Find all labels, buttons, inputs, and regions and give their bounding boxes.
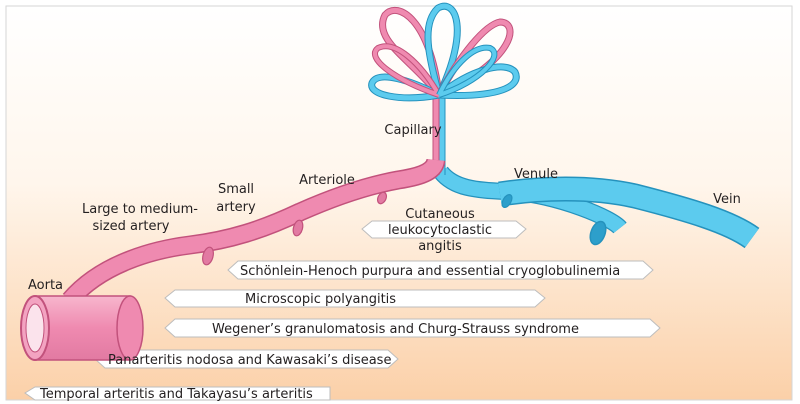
label-large-artery-line1: Large to medium- (82, 202, 198, 217)
label-wegener: Wegener’s granulomatosis and Churg-Strau… (212, 322, 579, 337)
label-vein: Vein (713, 192, 741, 207)
label-temporal: Temporal arteritis and Takayasu’s arteri… (39, 387, 313, 402)
label-large-artery-line2: sized artery (92, 219, 169, 234)
label-cutaneous-line2: leukocytoclastic (388, 223, 492, 238)
label-arteriole: Arteriole (299, 173, 355, 188)
label-microscopic: Microscopic polyangitis (245, 292, 396, 307)
label-venule: Venule (514, 167, 558, 182)
label-capillary: Capillary (384, 123, 441, 138)
label-cutaneous-line3: angitis (418, 239, 462, 254)
label-schonlein: Schönlein-Henoch purpura and essential c… (240, 264, 620, 279)
aorta-end (117, 296, 143, 360)
label-aorta: Aorta (28, 278, 63, 293)
label-small-artery-line1: Small (218, 182, 254, 197)
label-panarteritis: Panarteritis nodosa and Kawasaki’s disea… (108, 353, 391, 368)
aorta-lumen (26, 304, 44, 352)
label-small-artery-line2: artery (216, 200, 256, 215)
label-cutaneous-line1: Cutaneous (405, 207, 475, 222)
